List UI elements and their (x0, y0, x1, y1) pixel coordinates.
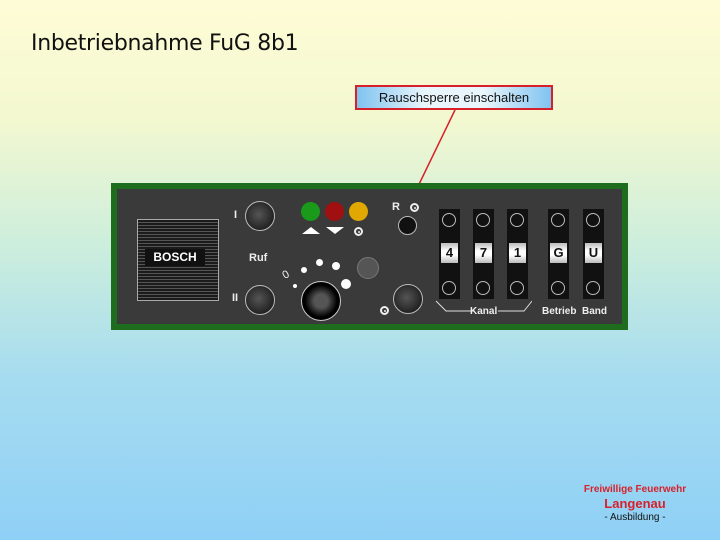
bosch-logo: BOSCH (145, 249, 205, 266)
strip-hole (510, 213, 524, 227)
band-value: U (585, 243, 602, 263)
strip-hole (442, 281, 456, 295)
channel-strip-2[interactable]: 7 (473, 209, 494, 299)
arrow-down-icon (326, 227, 344, 234)
label-one: I (234, 209, 238, 221)
knob-two[interactable] (245, 285, 275, 315)
fug-8b1-radio: BOSCH I II Ruf 0 R 4 7 (111, 183, 628, 330)
label-band: Band (582, 306, 607, 317)
footer-subtitle: - Ausbildung - (604, 512, 666, 523)
position-dot (316, 259, 323, 266)
strip-hole (551, 213, 565, 227)
rotary-selector-knob[interactable] (301, 281, 341, 321)
channel-digit: 4 (441, 243, 458, 263)
footer-organization: Freiwillige Feuerwehr Langenau - Ausbild… (570, 484, 700, 523)
label-r: R (392, 201, 400, 213)
led-yellow (349, 202, 368, 221)
led-red (325, 202, 344, 221)
footer-location: Langenau (604, 496, 666, 511)
strip-hole (586, 213, 600, 227)
label-two: II (232, 292, 239, 304)
strip-hole (442, 213, 456, 227)
position-dot (341, 279, 351, 289)
betrieb-strip[interactable]: G (548, 209, 569, 299)
label-kanal: Kanal (470, 306, 498, 317)
label-zero: 0 (280, 268, 292, 282)
knob-one[interactable] (245, 201, 275, 231)
label-ruf: Ruf (249, 252, 268, 264)
position-dot (301, 267, 307, 273)
channel-strip-3[interactable]: 1 (507, 209, 528, 299)
led-green (301, 202, 320, 221)
strip-hole (476, 213, 490, 227)
arrow-up-icon (302, 227, 320, 234)
position-dot (332, 262, 340, 270)
kanal-bracket (435, 300, 532, 312)
target-icon (410, 203, 419, 212)
strip-hole (476, 281, 490, 295)
band-strip[interactable]: U (583, 209, 604, 299)
knob-right[interactable] (393, 284, 423, 314)
label-betrieb: Betrieb (542, 306, 577, 317)
footer-org-name: Freiwillige Feuerwehr (583, 484, 687, 495)
squelch-toggle-switch[interactable] (398, 216, 417, 235)
target-icon (354, 227, 363, 236)
channel-digit: 7 (475, 243, 492, 263)
target-icon (380, 306, 389, 315)
position-dot (293, 284, 297, 288)
channel-strip-1[interactable]: 4 (439, 209, 460, 299)
channel-digit: 1 (509, 243, 526, 263)
strip-hole (551, 281, 565, 295)
squelch-adjust-screw[interactable] (357, 257, 379, 279)
callout-rauschsperre: Rauschsperre einschalten (355, 85, 553, 110)
slide-title: Inbetriebnahme FuG 8b1 (31, 31, 299, 56)
strip-hole (586, 281, 600, 295)
front-panel: BOSCH I II Ruf 0 R 4 7 (117, 189, 622, 324)
betrieb-value: G (550, 243, 567, 263)
strip-hole (510, 281, 524, 295)
